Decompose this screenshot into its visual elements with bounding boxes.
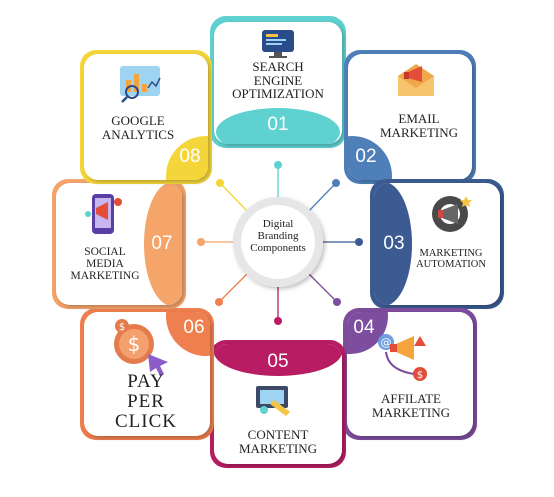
connector-dot-01 [274,161,282,169]
analytics-chart-icon [120,66,161,103]
card-01 [210,16,346,148]
card-06-number: 06 [183,317,205,338]
connector-02 [305,182,337,215]
connector-04 [305,270,338,303]
svg-text:$: $ [417,370,423,381]
card-03-title: MARKETING AUTOMATION [416,248,486,271]
connector-dot-08 [216,179,224,187]
card-06-title: PAY PER CLICK [115,371,177,432]
content-design-icon [256,386,290,416]
connector-dot-07 [197,238,205,246]
card-05-number: 05 [267,351,289,372]
card-01-number: 01 [267,114,289,135]
card-03-number: 03 [383,233,405,254]
connector-06 [218,270,251,303]
email-megaphone-icon [398,64,434,96]
svg-text:$: $ [119,322,125,333]
connector-dot-06 [215,298,223,306]
dollar-click-icon: $ $ [114,319,168,376]
card-07-title: SOCIAL MEDIA MARKETING [70,246,140,283]
card-07-number: 07 [151,233,173,254]
card-02-title: EMAIL MARKETING [380,111,458,140]
affiliate-network-icon: @ $ [378,334,427,381]
card-04-number: 04 [353,317,375,338]
card-08-title: GOOGLE ANALYTICS [101,113,175,142]
card-08-number: 08 [179,146,201,167]
center-line-3: Components [250,242,306,255]
connector-dot-02 [332,179,340,187]
card-08 [80,50,212,184]
card-03 [370,179,504,309]
seo-monitor-icon [262,30,294,58]
gear-megaphone-icon [432,196,472,232]
connector-dot-05 [274,317,282,325]
connectors [197,161,363,325]
social-phone-icon [85,194,122,234]
connector-dot-04 [333,298,341,306]
center-line-1: Digital [262,218,294,230]
card-01-title: SEARCH ENGINE OPTIMIZATION [232,59,324,102]
center-hub [233,197,323,287]
card-02-number: 02 [355,146,377,167]
connector-dot-03 [355,238,363,246]
connector-08 [219,182,251,215]
svg-text:@: @ [381,336,392,349]
card-02 [344,50,476,184]
center-label: Digital Branding Components [238,218,318,254]
svg-text:$: $ [128,332,141,356]
card-05-title: CONTENT MARKETING [239,427,317,456]
card-04-title: AFFILATE MARKETING [372,391,450,420]
center-line-2: Branding [257,230,299,243]
